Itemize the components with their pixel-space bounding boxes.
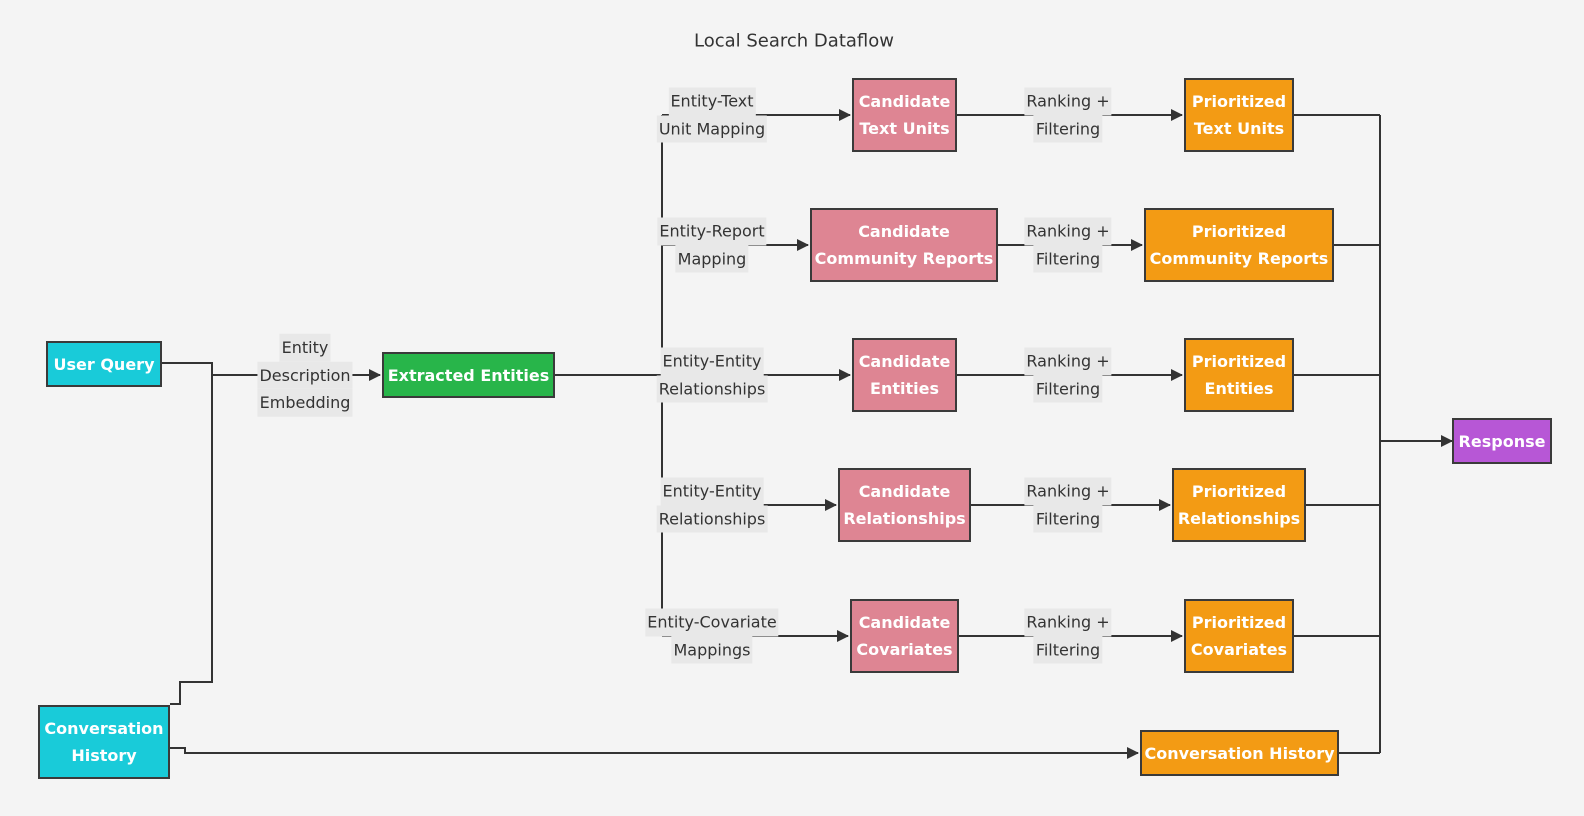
node-label-line: Entities — [870, 379, 939, 398]
node-label-line: Covariates — [856, 640, 953, 659]
node-label-line: Covariates — [1190, 640, 1288, 659]
node-extracted-entities[interactable]: Extracted Entities — [382, 352, 555, 398]
diagram-title: Local Search Dataflow — [694, 30, 894, 52]
edge-label-line: Entity-Covariate — [645, 608, 779, 636]
node-label-line: Candidate — [858, 352, 951, 371]
node-label-line: Candidate — [858, 92, 951, 111]
edge-label-ranking-filtering-3: Ranking +Filtering — [1024, 347, 1112, 403]
edge-label-line: Ranking + — [1024, 347, 1112, 375]
node-label-line: Prioritized — [1191, 482, 1287, 501]
edge-label-line: Filtering — [1033, 115, 1103, 143]
edge-label-line: Unit Mapping — [656, 115, 768, 143]
edge-label-line: Entity — [279, 333, 331, 362]
edge-label-line: Description — [257, 361, 353, 389]
edge-label-line: Filtering — [1033, 245, 1103, 273]
edge-label-line: Ranking + — [1024, 477, 1112, 505]
node-label-line: Text Units — [1193, 119, 1285, 138]
edge-label-line: Entity-Entity — [660, 477, 764, 505]
node-label-line: Prioritized — [1191, 613, 1287, 632]
node-label-line: History — [71, 746, 137, 765]
edge-label-line: Ranking + — [1024, 217, 1112, 245]
edge-label-ranking-filtering-1: Ranking +Filtering — [1024, 87, 1112, 143]
node-response[interactable]: Response — [1452, 418, 1552, 464]
node-label-line: Conversation — [44, 719, 164, 738]
edge-conversation-history-passthrough — [170, 747, 1139, 759]
edge-label-ranking-filtering-2: Ranking +Filtering — [1024, 217, 1112, 273]
edge-label-ranking-filtering-5: Ranking +Filtering — [1024, 608, 1112, 664]
edge-label-line: Filtering — [1033, 636, 1103, 664]
node-label-line: Candidate — [858, 613, 951, 632]
node-label-line: Relationships — [1177, 509, 1301, 528]
node-conversation-history-output[interactable]: Conversation History — [1140, 730, 1339, 776]
node-label-line: Candidate — [858, 482, 951, 501]
node-label-line: Text Units — [859, 119, 950, 138]
node-label-line: Relationships — [843, 509, 966, 528]
node-label-line: Community Reports — [814, 249, 994, 268]
edge-conversation-history-merge — [170, 375, 213, 705]
edge-label-line: Relationships — [656, 375, 768, 403]
edge-label-line: Embedding — [257, 388, 353, 417]
node-label-line: User Query — [53, 354, 155, 374]
node-label-line: Prioritized — [1191, 352, 1287, 371]
node-label-line: Entities — [1204, 379, 1274, 398]
node-label-line: Response — [1458, 431, 1546, 451]
node-label-line: Community Reports — [1149, 249, 1329, 268]
node-user-query[interactable]: User Query — [46, 341, 162, 387]
node-label-line: Candidate — [858, 222, 950, 241]
node-label-line: Extracted Entities — [387, 365, 550, 385]
edge-label-line: Ranking + — [1024, 608, 1112, 636]
edge-label-line: Relationships — [656, 505, 768, 533]
edge-label-line: Ranking + — [1024, 87, 1112, 115]
edge-label-line: Filtering — [1033, 375, 1103, 403]
edge-label-line: Filtering — [1033, 505, 1103, 533]
node-label-line: Conversation History — [1144, 743, 1335, 763]
edge-label-line: Entity-Entity — [660, 347, 764, 375]
node-label-line: Prioritized — [1191, 92, 1287, 111]
node-label-line: Prioritized — [1191, 222, 1287, 241]
edge-label-line: Entity-Text — [668, 87, 756, 115]
edge-label-line: Mappings — [671, 636, 753, 664]
edge-label-line: Mapping — [675, 245, 749, 273]
edge-label-ranking-filtering-4: Ranking +Filtering — [1024, 477, 1112, 533]
edge-label-line: Entity-Report — [657, 217, 767, 245]
edge-user-query — [162, 362, 213, 375]
